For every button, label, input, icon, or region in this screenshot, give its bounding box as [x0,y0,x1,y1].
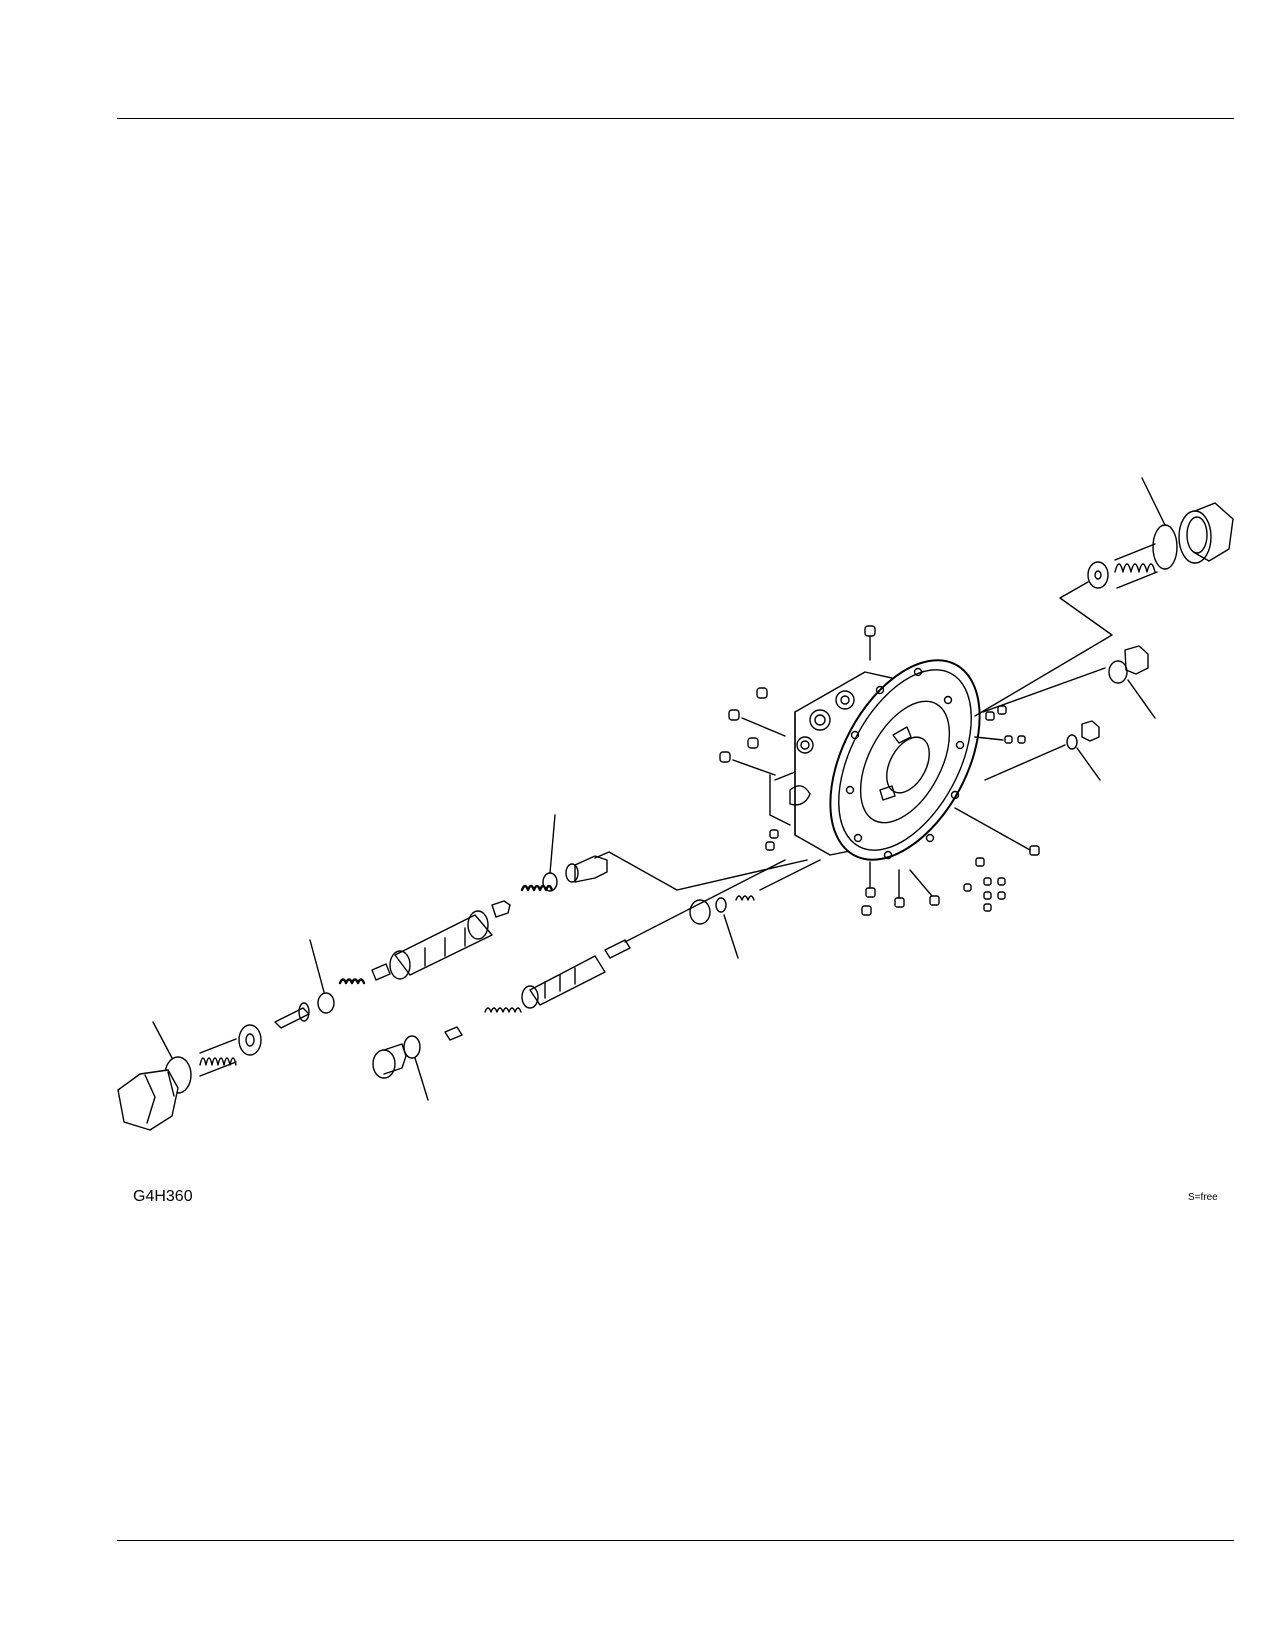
header-rule [117,118,1234,119]
right-plugs [982,645,1156,781]
housing-plugs [719,625,1040,916]
valve-housing [769,659,981,861]
upper-spool-assembly [117,814,808,1131]
lower-spool-assembly [372,859,821,1101]
figure-code: G4H360 [133,1188,193,1205]
footer-rule [117,1540,1234,1541]
upper-right-relief-valve [974,477,1234,717]
scale-note: S=free [1188,1192,1218,1203]
